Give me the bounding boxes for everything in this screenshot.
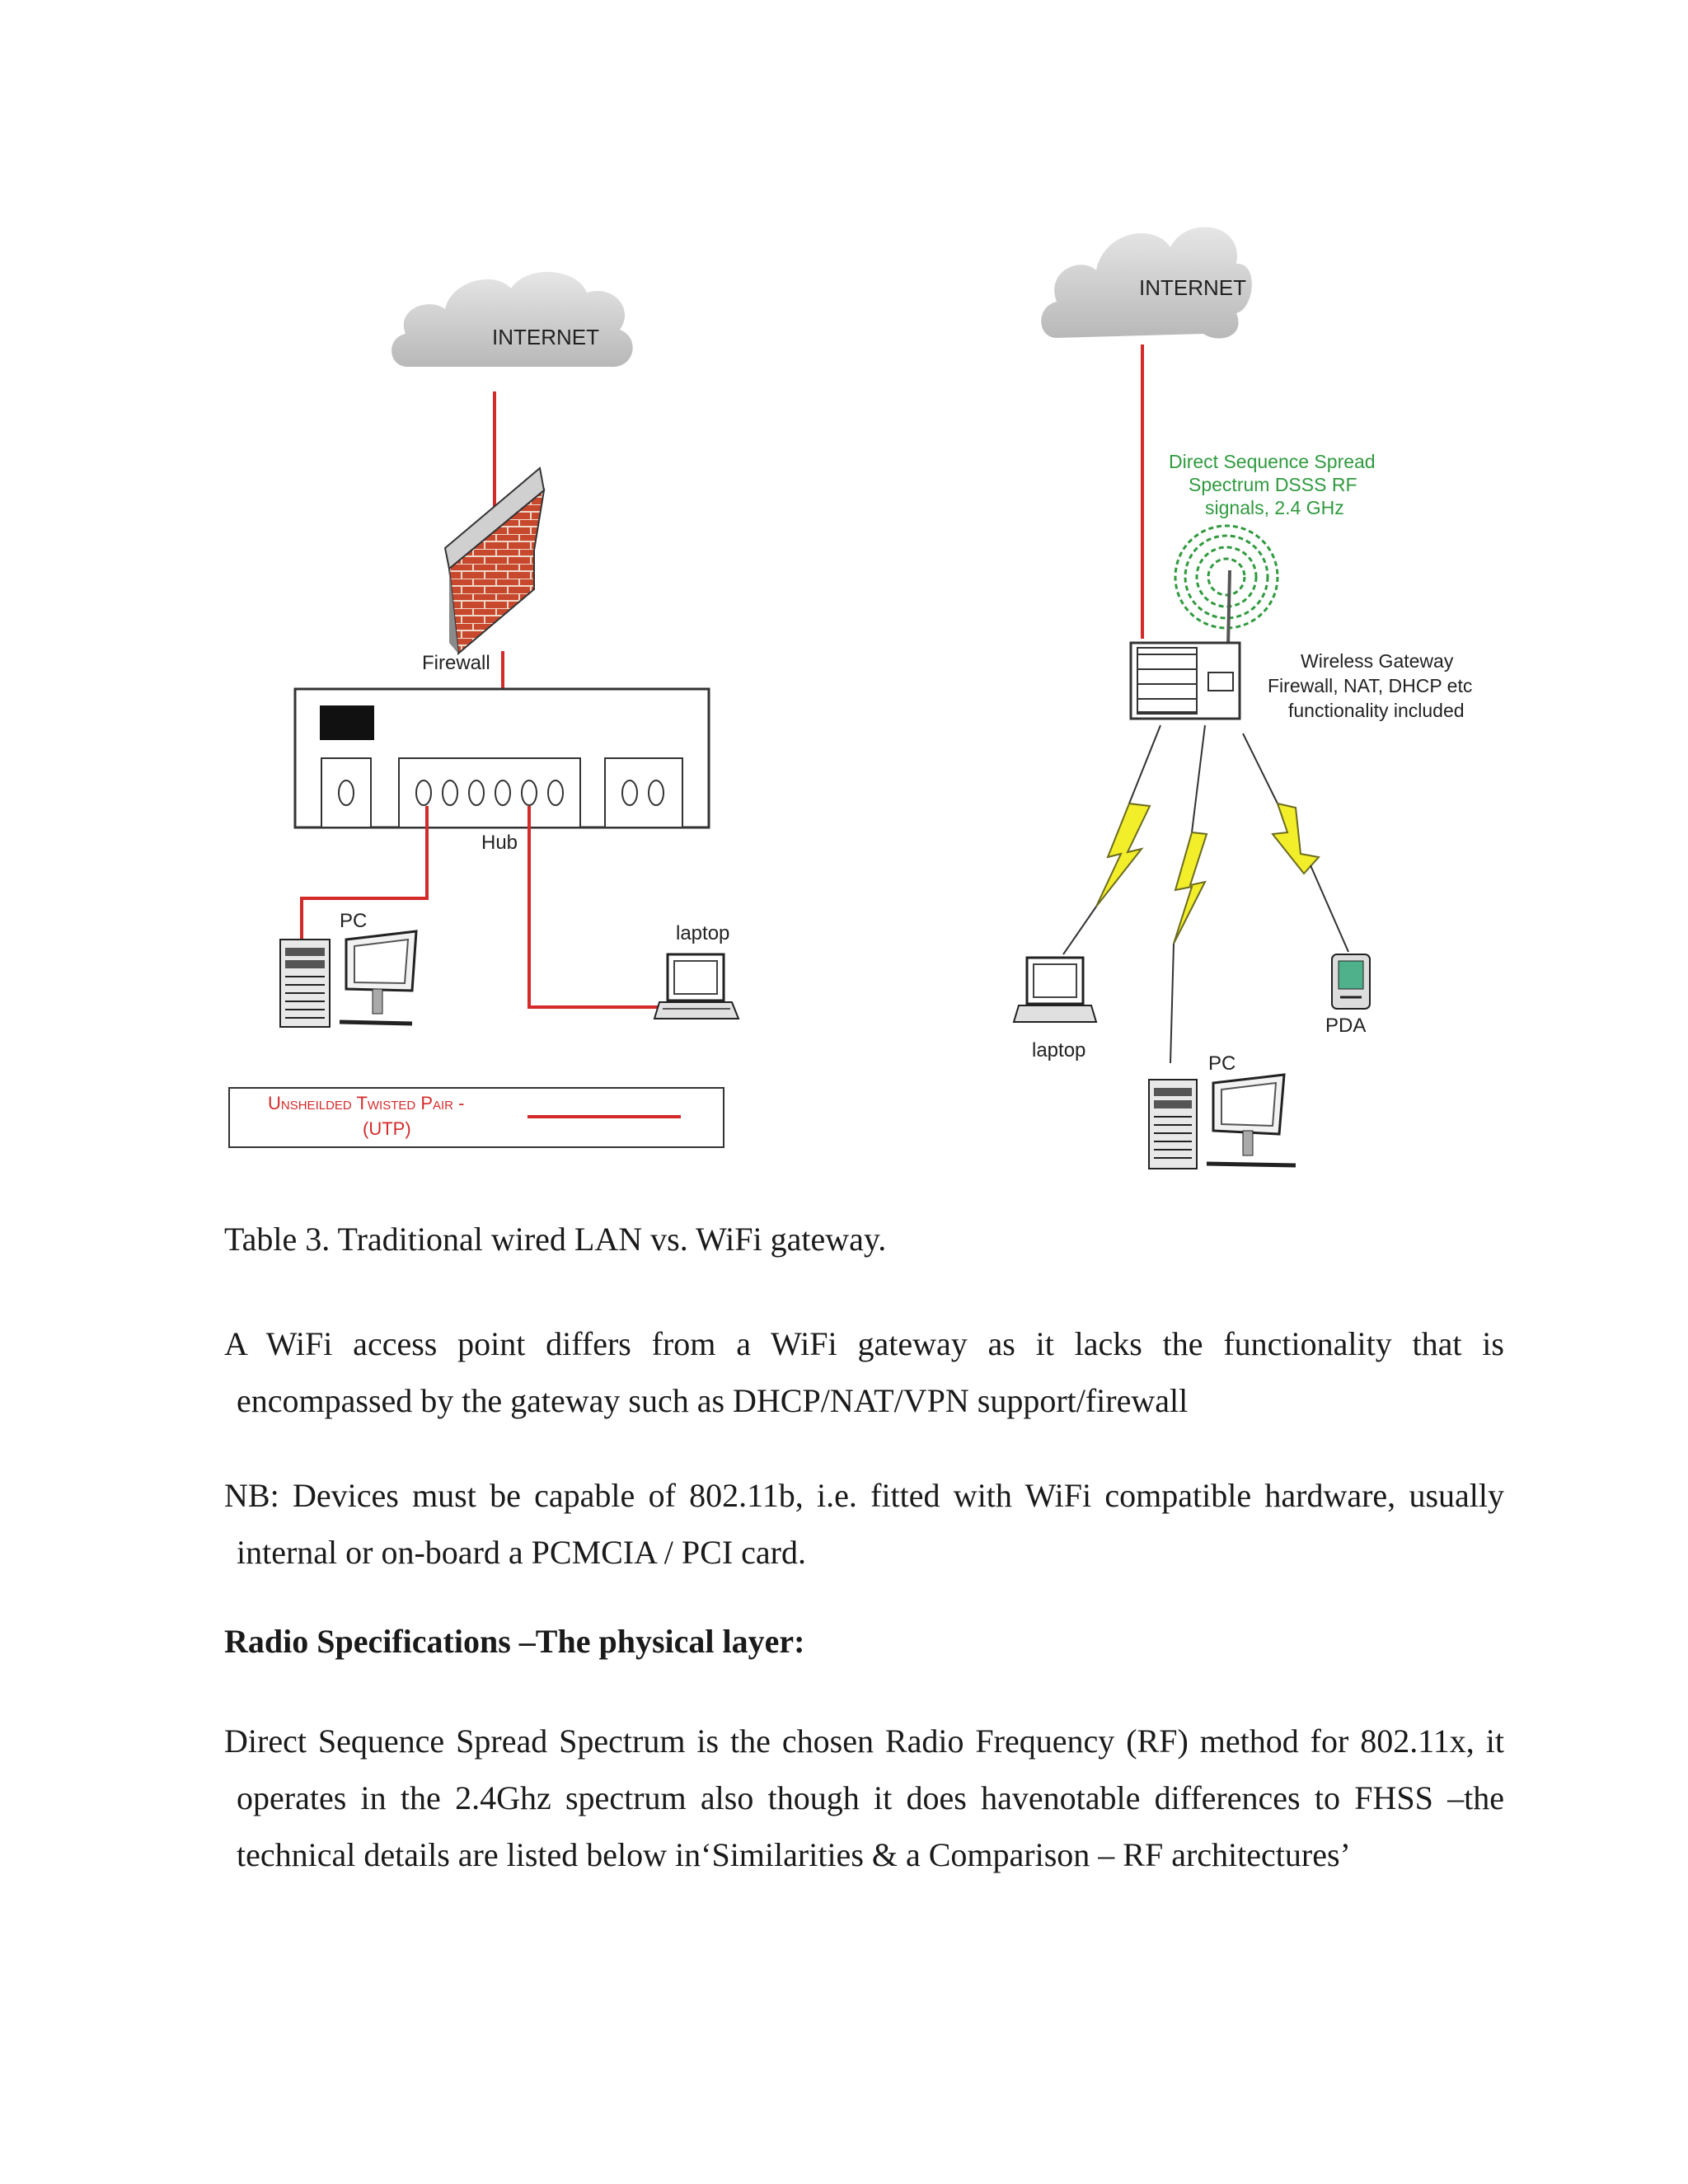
laptop-icon	[1012, 956, 1098, 1023]
laptop-label: laptop	[676, 922, 729, 944]
lightning-bolt-icon	[1271, 802, 1320, 875]
antenna-icon	[1226, 569, 1231, 648]
hub-icon	[293, 687, 710, 829]
laptop-icon	[653, 953, 740, 1019]
wireless-link	[1170, 943, 1175, 1064]
section-heading: Radio Specifications –The physical layer…	[224, 1623, 805, 1660]
utp-legend-label-sub: (UTP)	[363, 1118, 411, 1139]
pda-icon	[1331, 954, 1371, 1010]
wired-lan-diagram: INTERNET Firewall Hub	[228, 271, 740, 1148]
internet-label: INTERNET	[492, 325, 599, 349]
dsss-signal-label: Direct Sequence Spread	[1169, 451, 1376, 472]
network-diagram: INTERNET Firewall Hub	[228, 227, 1472, 1169]
paragraph-dsss: Direct Sequence Spread Spectrum is the c…	[224, 1722, 1504, 1873]
wifi-gateway-diagram: INTERNET Direct Sequence Spread Spectrum…	[1012, 227, 1472, 1169]
lightning-bolt-icon	[1095, 802, 1151, 907]
wireless-link	[1128, 724, 1161, 804]
utp-legend	[228, 1087, 724, 1148]
pc-icon	[1148, 1073, 1296, 1169]
pc-label: PC	[1208, 1052, 1236, 1075]
firewall-icon	[443, 466, 546, 655]
utp-legend-label: Unsheilded Twisted Pair -	[268, 1093, 464, 1113]
figure-caption: Table 3. Traditional wired LAN vs. WiFi …	[224, 1221, 887, 1258]
dsss-signal-label: signals, 2.4 GHz	[1205, 497, 1344, 518]
wireless-link	[1191, 724, 1206, 833]
wireless-link	[1062, 906, 1097, 955]
wireless-link	[1242, 733, 1278, 804]
gateway-label: functionality included	[1288, 700, 1465, 721]
firewall-label: Firewall	[422, 652, 490, 674]
gateway-label: Wireless Gateway	[1301, 650, 1454, 672]
hub-label: Hub	[481, 832, 518, 854]
laptop-label: laptop	[1032, 1039, 1085, 1062]
paragraph-access-point: A WiFi access point differs from a WiFi …	[224, 1325, 1504, 1419]
utp-cable	[300, 806, 429, 944]
pda-label: PDA	[1325, 1015, 1366, 1037]
wireless-link	[1310, 865, 1349, 953]
cloud-icon	[1041, 227, 1252, 339]
paragraph-device-note: NB: Devices must be capable of 802.11b, …	[224, 1477, 1504, 1571]
cloud-icon	[392, 271, 633, 368]
gateway-label: Firewall, NAT, DHCP etc	[1268, 675, 1472, 696]
lightning-bolt-icon	[1173, 831, 1208, 944]
utp-cable	[528, 806, 666, 1009]
wireless-gateway-icon	[1129, 641, 1241, 720]
dsss-signal-label: Spectrum DSSS RF	[1189, 474, 1357, 495]
signal-waves-icon	[1174, 524, 1279, 630]
pc-label: PC	[340, 910, 367, 932]
pc-icon	[279, 930, 418, 1028]
internet-label: INTERNET	[1139, 275, 1246, 300]
